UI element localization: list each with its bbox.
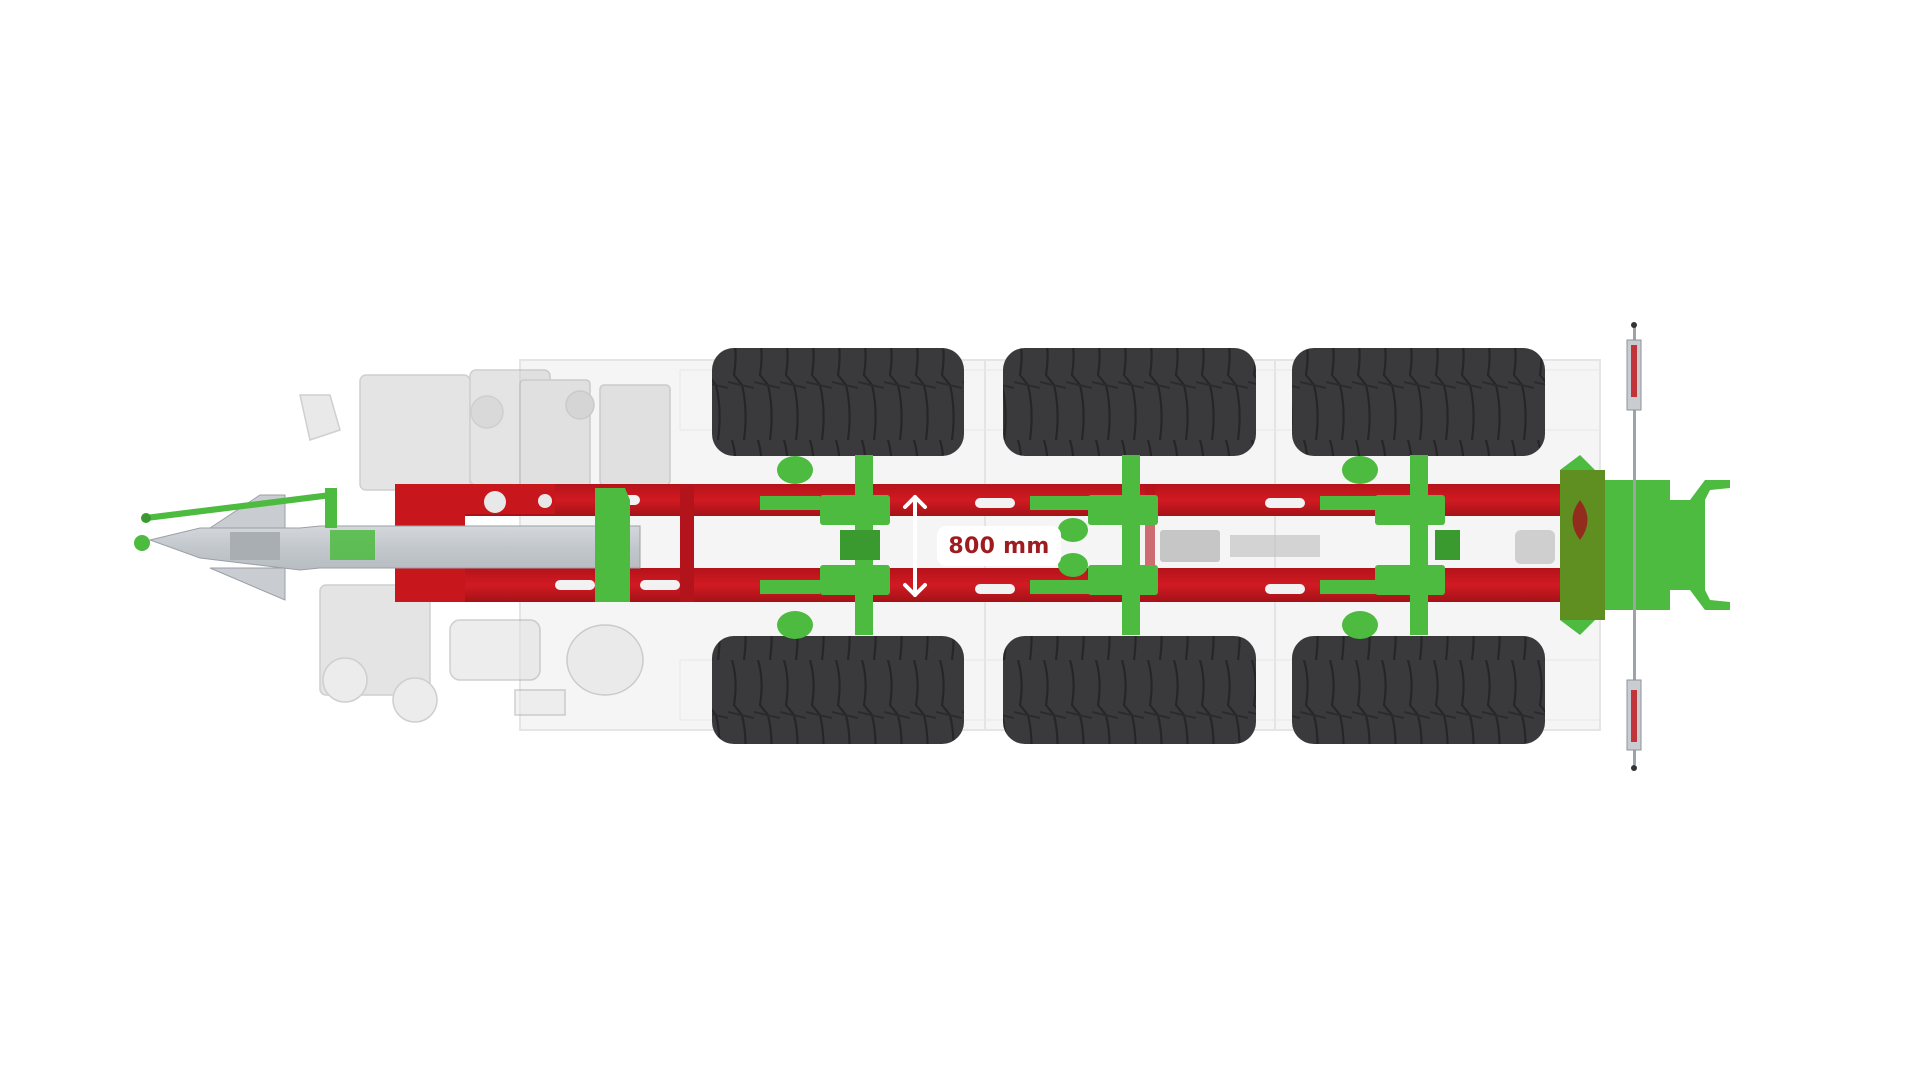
rear-hitch-assembly [1560, 322, 1730, 771]
tire [712, 348, 964, 456]
tires-lower-row [712, 636, 1545, 744]
dimension-label: 800 mm [937, 526, 1061, 566]
double-headed-vertical-arrow [903, 495, 927, 597]
driveline [1160, 530, 1555, 564]
tire [712, 636, 964, 744]
tires-upper-row [712, 348, 1545, 456]
drawbar [134, 488, 641, 602]
tire [1292, 636, 1545, 744]
axles [760, 455, 1460, 639]
tire [1003, 348, 1256, 456]
tire [1292, 348, 1545, 456]
ghost-pump-equipment [299, 369, 671, 723]
tire [1003, 636, 1256, 744]
